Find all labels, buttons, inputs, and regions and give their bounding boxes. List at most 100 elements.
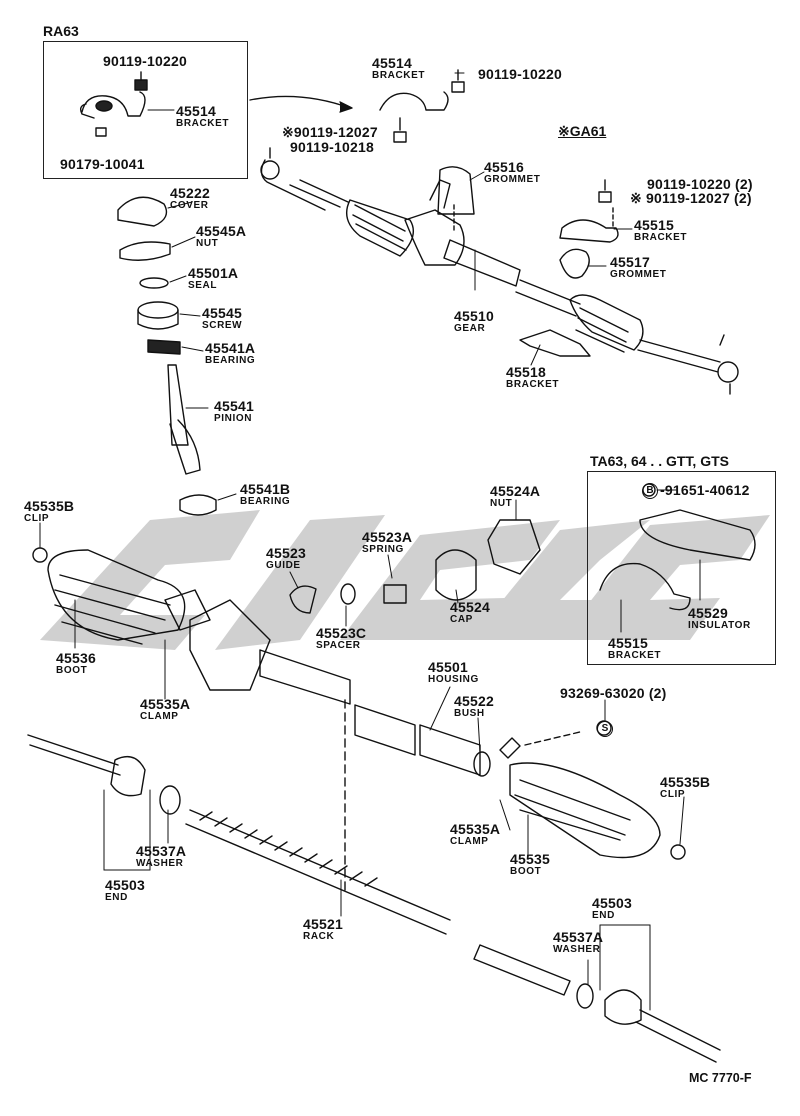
part-name: COVER — [170, 200, 209, 211]
part-number: 45529 — [688, 605, 728, 621]
part-name: BOOT — [56, 665, 88, 676]
part-number: 90119-10220 — [103, 53, 187, 69]
part-name: END — [592, 910, 615, 921]
part-name: BRACKET — [372, 70, 426, 81]
part-number: 45535A — [140, 696, 191, 712]
part-name: CLAMP — [450, 836, 489, 847]
part-number: 45503 — [592, 895, 632, 911]
part-name: SCREW — [202, 320, 243, 331]
ta63-title: TA63, 64 . . GTT, GTS — [590, 453, 729, 469]
part-number: -91651-40612 — [660, 482, 750, 498]
part-number: 45523A — [362, 529, 413, 545]
part-name: BRACKET — [634, 232, 688, 243]
part-number: 45541B — [240, 481, 291, 497]
part-name: INSULATOR — [688, 620, 751, 631]
b-marker: B — [642, 483, 658, 499]
part-name: NUT — [490, 498, 513, 509]
part-name: CLAMP — [140, 711, 179, 722]
part-number: ※ 90119-12027 (2) — [630, 190, 752, 206]
part-name: BRACKET — [506, 379, 560, 390]
part-name: RACK — [303, 931, 335, 942]
part-label-right-90119-12027: ※ 90119-12027 (2) — [630, 191, 752, 205]
part-label-ra63-90119-10220: 90119-10220 — [103, 54, 187, 68]
part-number: 45537A — [553, 929, 604, 945]
part-name: BEARING — [205, 355, 256, 366]
part-name: CLIP — [24, 513, 50, 524]
part-number: 45545 — [202, 305, 242, 321]
part-number: 45535B — [24, 498, 75, 514]
part-name: SPRING — [362, 544, 404, 555]
part-number: 45545A — [196, 223, 247, 239]
part-label-top-90119-10220: 90119-10220 — [478, 67, 562, 81]
part-label-ra63-90179-10041: 90179-10041 — [60, 157, 145, 171]
part-number: 45537A — [136, 843, 187, 859]
part-number: 45514 — [176, 103, 216, 119]
part-name: PINION — [214, 413, 253, 424]
part-name: END — [105, 892, 128, 903]
part-name: GUIDE — [266, 560, 301, 571]
part-name: WASHER — [136, 858, 184, 869]
part-label-top-90119-10218: 90119-10218 — [290, 140, 374, 154]
middle-assembly — [32, 519, 686, 860]
ra63-title: RA63 — [43, 23, 79, 39]
part-number: 45521 — [303, 916, 343, 932]
part-name: BEARING — [240, 496, 291, 507]
part-name: GEAR — [454, 323, 486, 334]
rack-and-tie-rods — [27, 699, 721, 1063]
ra63-box — [43, 41, 248, 179]
part-number: 45518 — [506, 364, 546, 380]
part-number: 45515 — [608, 635, 648, 651]
part-label-91651-40612: -91651-40612 — [660, 483, 750, 497]
pinion-stack — [117, 196, 217, 516]
part-number: 45523 — [266, 545, 306, 561]
ra63-arrow — [249, 95, 351, 109]
part-name: BRACKET — [608, 650, 662, 661]
part-number: 45516 — [484, 159, 524, 175]
part-number: 45515 — [634, 217, 674, 233]
part-name: BRACKET — [176, 118, 230, 129]
part-number: 45541 — [214, 398, 254, 414]
watermark-graphic — [40, 510, 770, 650]
figure-code: MC 7770-F — [689, 1071, 752, 1085]
part-name: BUSH — [454, 708, 485, 719]
steering-gear-assembly — [260, 69, 739, 395]
part-name: GROMMET — [484, 174, 541, 185]
part-number: 45536 — [56, 650, 96, 666]
part-name: WASHER — [553, 944, 601, 955]
part-label-right-90119-10220: 90119-10220 (2) — [647, 177, 753, 191]
part-number: 45535 — [510, 851, 550, 867]
part-number: 45541A — [205, 340, 256, 356]
part-name: SPACER — [316, 640, 361, 651]
part-number: 45535A — [450, 821, 501, 837]
part-number: 45524 — [450, 599, 490, 615]
part-name: SEAL — [188, 280, 218, 291]
part-name: GROMMET — [610, 269, 667, 280]
part-name: NUT — [196, 238, 219, 249]
part-number: 45535B — [660, 774, 711, 790]
part-number: 45501 — [428, 659, 468, 675]
part-number: 45501A — [188, 265, 239, 281]
part-number: 45523C — [316, 625, 367, 641]
